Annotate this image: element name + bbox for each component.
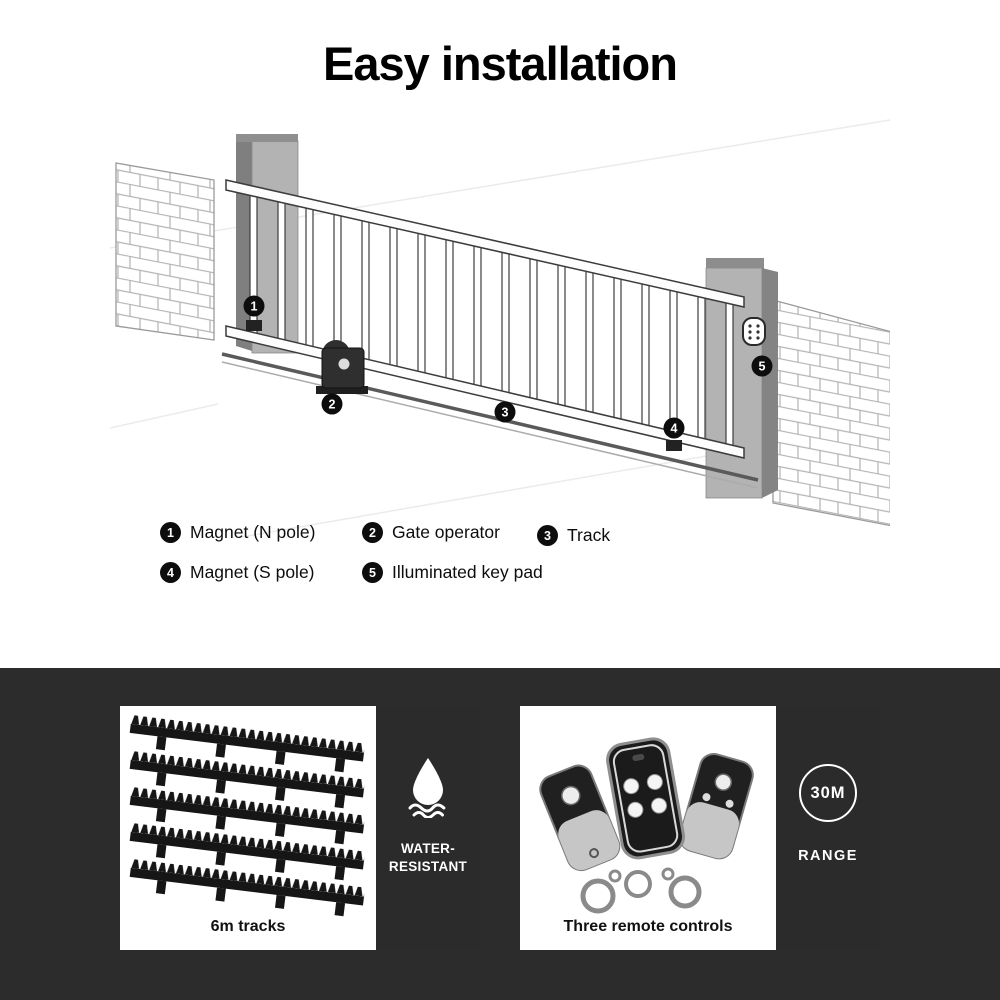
remote-left: [539, 764, 621, 872]
gate-operator-motor: [316, 340, 368, 394]
range-label: RANGE: [798, 848, 858, 864]
svg-text:3: 3: [502, 406, 509, 420]
legend-item-magnet-s: 4 Magnet (S pole): [160, 562, 315, 583]
svg-text:1: 1: [251, 300, 258, 314]
range-value: 30M: [810, 783, 846, 802]
svg-text:2: 2: [329, 398, 336, 412]
gate-illustration: 1 2 3 4 5: [109, 119, 904, 607]
tracks-card: 6m tracks WATER- RESISTANT: [120, 706, 480, 950]
left-pillar: [236, 134, 299, 354]
water-resistant-badge: WATER- RESISTANT: [376, 706, 480, 950]
legend-bullet-2: 2: [362, 522, 383, 543]
page-title: Easy installation: [323, 37, 678, 90]
legend-bullet-4: 4: [160, 562, 181, 583]
track-rail: [221, 352, 759, 489]
range-badge: 30M RANGE: [776, 706, 880, 950]
marker-5: 5: [751, 355, 773, 377]
right-brick-wall: [772, 299, 904, 529]
svg-text:4: 4: [671, 422, 678, 436]
marker-4: 4: [663, 417, 685, 439]
legend-item-keypad: 5 Illuminated key pad: [362, 562, 543, 583]
key-rings: [580, 867, 702, 914]
water-drop-icon: [408, 758, 446, 818]
marker-3: 3: [494, 401, 516, 423]
installation-diagram: 1 2 3 4 5: [109, 108, 904, 607]
tracks-caption: 6m tracks: [210, 918, 286, 935]
legend-bullet-1: 1: [160, 522, 181, 543]
legend-item-track: 3 Track: [537, 525, 610, 546]
gear-racks-image: [129, 714, 366, 917]
remote-controls-image: [539, 737, 754, 914]
legend-item-magnet-n: 1 Magnet (N pole): [160, 522, 315, 543]
legend-label-5: Illuminated key pad: [392, 562, 543, 582]
legend-label-1: Magnet (N pole): [190, 522, 316, 542]
right-pillar: [705, 258, 778, 499]
legend-label-3: Track: [567, 525, 611, 545]
rack-rows: [129, 714, 366, 917]
left-brick-wall: [115, 162, 215, 341]
legend-item-gate-operator: 2 Gate operator: [362, 522, 500, 543]
magnet-n-pole: [246, 320, 262, 331]
gate-bars: [249, 187, 734, 451]
legend-bullet-3: 3: [537, 525, 558, 546]
water-resistant-label: WATER- RESISTANT: [388, 841, 468, 875]
features-section: 6m tracks WATER- RESISTANT: [0, 668, 1000, 1000]
remotes-caption: Three remote controls: [563, 918, 733, 935]
svg-text:5: 5: [759, 360, 766, 374]
marker-1: 1: [243, 295, 265, 317]
legend-bullet-5: 5: [362, 562, 383, 583]
remote-middle: [606, 737, 686, 860]
marker-2: 2: [321, 393, 343, 415]
remote-right: [678, 753, 754, 860]
range-circle: 30M: [799, 764, 857, 822]
legend-label-4: Magnet (S pole): [190, 562, 315, 582]
magnet-s-pole: [666, 440, 682, 451]
keypad: [742, 317, 766, 346]
legend-label-2: Gate operator: [392, 522, 500, 542]
remotes-card: Three remote controls 30M RANGE: [520, 706, 880, 950]
